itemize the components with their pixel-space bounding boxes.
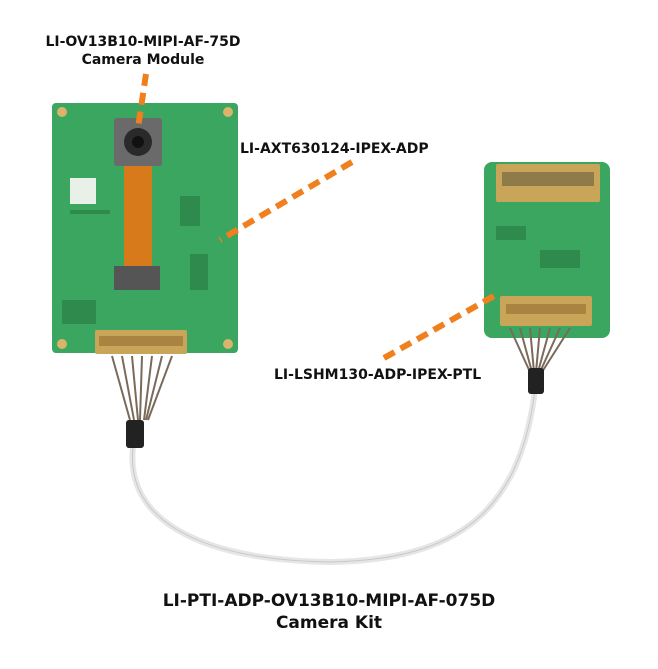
camera-module-board [52,103,238,354]
ptl-board-label: LI-LSHM130-ADP-IPEX-PTL [274,367,482,383]
camera-flex-strip [124,166,152,272]
adapter-board-label: LI-AXT630124-IPEX-ADP [240,141,429,157]
camera-module-label-line2: Camera Module [81,52,205,68]
camera-module-label-line1: LI-OV13B10-MIPI-AF-75D [45,34,241,50]
kit-title-line1: LI-PTI-ADP-OV13B10-MIPI-AF-075D [162,591,496,611]
leader-lines [135,73,496,361]
kit-title: LI-PTI-ADP-OV13B10-MIPI-AF-075D Camera K… [0,590,658,634]
kit-title-line2: Camera Kit [275,613,383,633]
leader-camera-module [135,73,149,129]
leader-adapter-board [218,159,354,243]
camera-module-label: LI-OV13B10-MIPI-AF-75D Camera Module [28,33,258,69]
ptl-adapter-board [484,162,610,338]
leader-ptl-board [382,293,496,361]
coax-cable [129,387,538,566]
